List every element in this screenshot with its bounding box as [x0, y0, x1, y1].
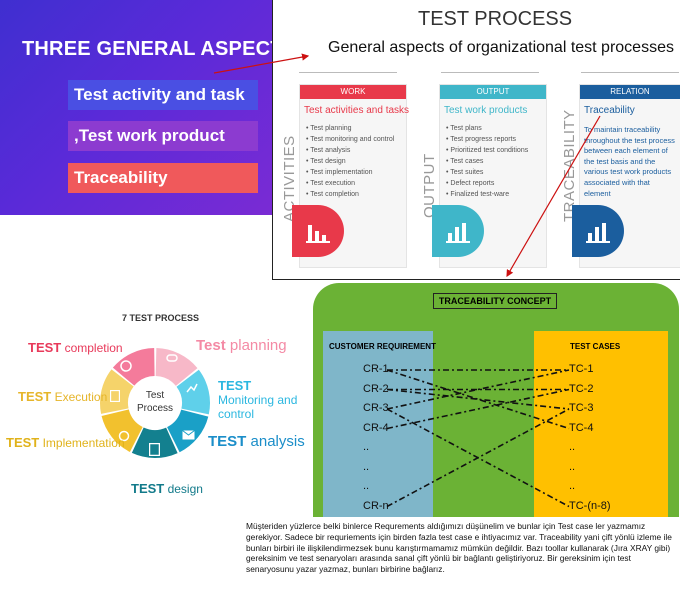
test-case-item: ..: [569, 441, 576, 453]
wheel-segment: [176, 369, 210, 415]
card-header: WORK: [300, 85, 406, 99]
wheel-segment: [131, 427, 178, 458]
list-item: Test implementation: [306, 167, 394, 178]
trace-links: [386, 369, 570, 508]
test-case-item: TC-2: [569, 382, 594, 395]
trace-link: [386, 388, 570, 430]
requirement-item: CR-2: [363, 382, 389, 395]
trend-icon: [186, 381, 198, 399]
card-header: RELATION: [580, 85, 680, 99]
bar-chart-icon: [292, 205, 344, 257]
requirement-item: CR-1: [363, 363, 389, 375]
card-title: Test work products: [444, 105, 528, 116]
test-case-item: ..: [569, 460, 576, 473]
three-aspects-title: THREE GENERAL ASPECTS: [22, 38, 272, 60]
wheel-segment: [100, 369, 134, 414]
card-list: Test planning Test monitoring and contro…: [306, 123, 394, 200]
test-cases-header: TEST CASES: [570, 342, 621, 351]
label-test-completion: TEST completion: [28, 340, 123, 355]
label-test-design: TEST design: [131, 481, 203, 496]
bar-chart-icon: [432, 205, 484, 257]
label-test-monitoring: TEST Monitoring and control: [218, 378, 298, 422]
list-item: Test completion: [306, 189, 394, 200]
wheel-segment: [112, 348, 155, 386]
puzzle-icon: [120, 359, 132, 377]
list-item: Finalized test-ware: [446, 189, 528, 200]
card-list: Test plans Test progress reports Priorit…: [446, 123, 528, 200]
file-icon: [109, 389, 121, 407]
card-title: Test activities and tasks: [304, 105, 410, 116]
test-process-panel: TEST PROCESS General aspects of organiza…: [272, 0, 680, 280]
circle-icon: [118, 429, 130, 447]
label-test-implementation: TEST Implementation: [6, 435, 125, 450]
trace-link: [386, 369, 570, 410]
timeline-ruler: [581, 72, 679, 78]
aspect-item-2: ,Test work product: [68, 121, 258, 151]
bar-chart-icon: [572, 205, 624, 257]
test-case-item: TC-4: [569, 421, 594, 434]
wheel-segment: [101, 409, 143, 452]
list-item: Test analysis: [306, 145, 394, 156]
timeline-ruler: [299, 72, 397, 78]
list-item: Test cases: [446, 156, 528, 167]
timeline-ruler: [441, 72, 539, 78]
customer-requirement-header: CUSTOMER REQUIREMENT: [329, 342, 436, 351]
list-item: Test progress reports: [446, 134, 528, 145]
label-test-planning: Test planning: [196, 337, 287, 354]
card-header: OUTPUT: [440, 85, 546, 99]
document-icon: [148, 442, 161, 461]
card-output: OUTPUT Test work products Test plans Tes…: [432, 84, 547, 268]
mail-icon: [182, 427, 195, 445]
seven-process-title: 7 TEST PROCESS: [122, 313, 200, 323]
list-item: Test monitoring and control: [306, 134, 394, 145]
description-text: Müşteriden yüzlerce belki binlerce Requr…: [246, 521, 672, 575]
test-process-subtitle: General aspects of organizational test p…: [328, 39, 674, 56]
requirement-item: CR-4: [363, 421, 389, 434]
aspect-item-3: Traceability: [68, 163, 258, 193]
card-work: WORK Test activities and tasks Test plan…: [292, 84, 410, 268]
card-title: Traceability: [584, 105, 635, 116]
test-process-title: TEST PROCESS: [418, 8, 573, 30]
requirement-item: ..: [363, 441, 370, 453]
test-case-item: TC-1: [569, 363, 594, 375]
trace-link: [386, 408, 570, 508]
list-item: Test execution: [306, 178, 394, 189]
list-item: Test suites: [446, 167, 528, 178]
list-item: Prioritized test conditions: [446, 145, 528, 156]
aspect-item-1: Test activity and task: [68, 80, 258, 110]
link-icon: [166, 351, 178, 369]
requirement-item: ..: [363, 480, 370, 492]
card-relation: RELATION Traceability To maintain tracea…: [572, 84, 680, 268]
trace-link: [386, 369, 570, 430]
traceability-concept-title: TRACEABILITY CONCEPT: [433, 293, 557, 309]
traceability-concept-panel: TRACEABILITY CONCEPT CUSTOMER REQUIREMEN…: [313, 283, 679, 517]
trace-link: [386, 388, 570, 410]
wheel-segment: [155, 348, 198, 386]
requirement-item: ..: [363, 460, 370, 473]
three-aspects-panel: THREE GENERAL ASPECTS Test activity and …: [0, 0, 272, 215]
test-case-item: ..: [569, 480, 576, 492]
list-item: Test planning: [306, 123, 394, 134]
card-text: To maintain traceability throughout the …: [584, 125, 675, 198]
seven-test-process-panel: 7 TEST PROCESS Test Process TEST complet…: [0, 297, 312, 512]
label-test-execution: TEST Execution: [18, 389, 108, 404]
wheel-center: [129, 377, 181, 429]
label-test-analysis: TEST analysis: [208, 433, 305, 450]
wheel-center-label: Test Process: [136, 390, 174, 414]
list-item: Test design: [306, 156, 394, 167]
test-case-item: TC-(n-8): [569, 499, 611, 512]
list-item: Test plans: [446, 123, 528, 134]
requirement-item: CR-3: [363, 402, 389, 414]
requirement-item: CR-n: [363, 499, 389, 512]
test-case-item: TC-3: [569, 402, 594, 414]
list-item: Defect reports: [446, 178, 528, 189]
